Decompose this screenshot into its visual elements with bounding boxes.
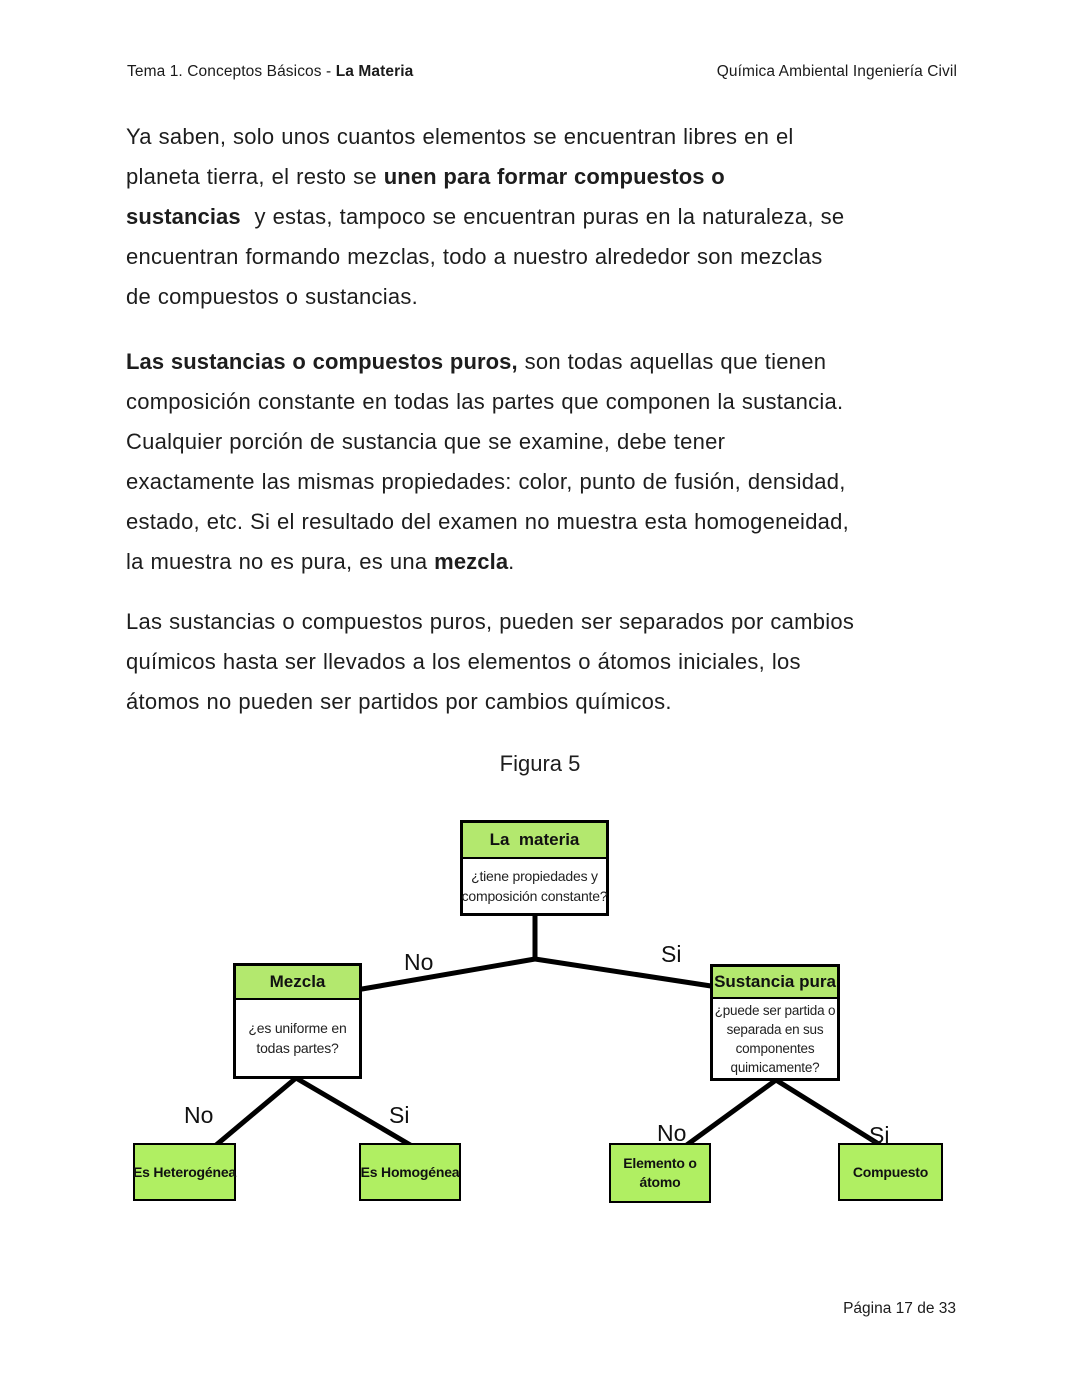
page-header-left: Tema 1. Conceptos Básicos - La Materia bbox=[127, 63, 413, 81]
text-line: la muestra no es pura, es una mezcla. bbox=[126, 549, 515, 574]
text-line: átomos no pueden ser partidos por cambio… bbox=[126, 689, 672, 714]
node-title: Sustancia pura bbox=[713, 967, 837, 999]
node-title: Mezcla bbox=[236, 966, 359, 1000]
edge-label-si: Si bbox=[661, 941, 682, 967]
text-line: Las sustancias o compuestos puros, son t… bbox=[126, 349, 827, 374]
edge-label-no: No bbox=[184, 1102, 214, 1128]
edge-label-si: Si bbox=[869, 1122, 890, 1148]
page-header-right: Química Ambiental Ingeniería Civil bbox=[716, 63, 957, 80]
flowchart-leaf-es-homogenea: Es Homogénea bbox=[359, 1143, 461, 1201]
paragraph: Ya saben, solo unos cuantos elementos se… bbox=[126, 117, 966, 317]
text-line: composición constante en todas las parte… bbox=[126, 389, 844, 414]
paragraph: Las sustancias o compuestos puros, son t… bbox=[126, 342, 966, 582]
header-left-title: La Materia bbox=[335, 63, 414, 80]
paragraph: Las sustancias o compuestos puros, puede… bbox=[126, 602, 966, 722]
text-line: Las sustancias o compuestos puros, puede… bbox=[126, 609, 855, 634]
text-line: de compuestos o sustancias. bbox=[126, 284, 418, 309]
text-line: exactamente las mismas propiedades: colo… bbox=[126, 469, 846, 494]
text-line: sustancias y estas, tampoco se encuentra… bbox=[126, 204, 845, 229]
text-line: químicos hasta ser llevados a los elemen… bbox=[126, 649, 801, 674]
edge-label-si: Si bbox=[389, 1102, 410, 1128]
edge-label-no: No bbox=[404, 949, 434, 975]
text-line: encuentran formando mezclas, todo a nues… bbox=[126, 244, 823, 269]
page-number: Página 17 de 33 bbox=[843, 1300, 956, 1317]
node-title: La materia bbox=[463, 823, 606, 859]
flowchart-leaf-es-heterogenea: Es Heterogénea bbox=[133, 1143, 236, 1201]
text-line: planeta tierra, el resto se unen para fo… bbox=[126, 164, 725, 189]
figure-caption: Figura 5 bbox=[499, 751, 581, 776]
header-left-prefix: Tema 1. Conceptos Básicos - bbox=[127, 63, 336, 80]
flowchart-leaf-compuesto: Compuesto bbox=[838, 1143, 943, 1201]
text-line: estado, etc. Si el resultado del examen … bbox=[126, 509, 850, 534]
text-line: Cualquier porción de sustancia que se ex… bbox=[126, 429, 726, 454]
edge-label-no: No bbox=[657, 1120, 687, 1146]
text-line: Ya saben, solo unos cuantos elementos se… bbox=[126, 124, 794, 149]
